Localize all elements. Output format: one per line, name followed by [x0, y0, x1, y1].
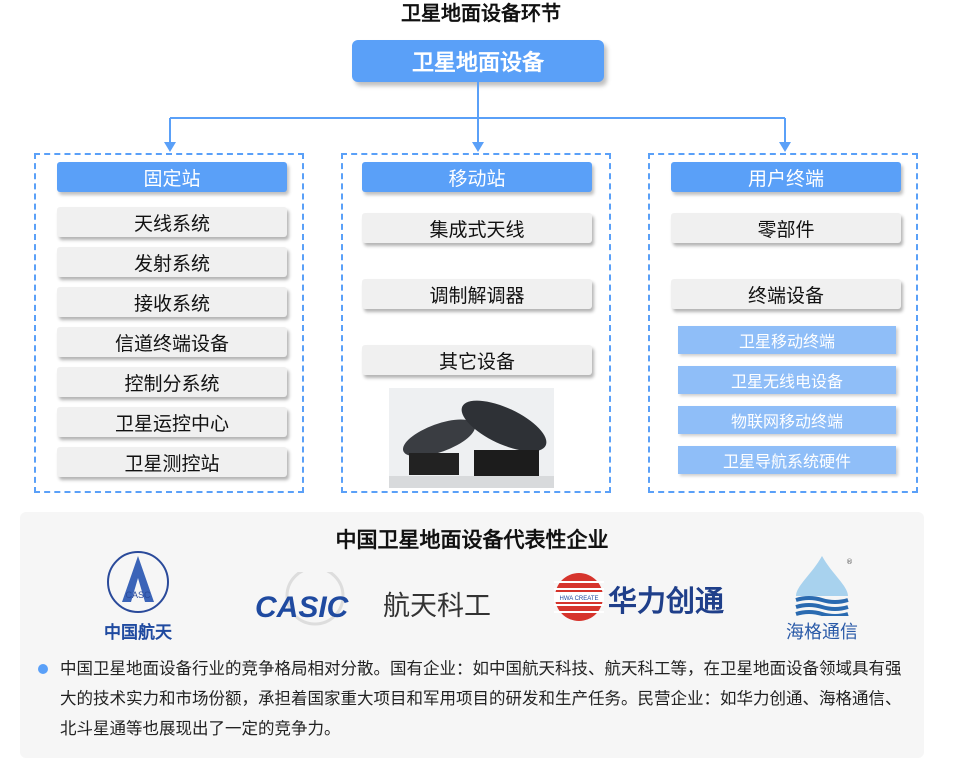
companies-section: 中国卫星地面设备代表性企业 CASC 中国航天 CASIC 航天科工 HWA C…	[20, 512, 924, 758]
list-item: 天线系统	[57, 207, 287, 237]
logo-haige: ® 海格通信	[772, 554, 872, 644]
root-node: 卫星地面设备	[352, 40, 604, 82]
page-title: 卫星地面设备环节	[401, 1, 561, 25]
list-item: 集成式天线	[362, 213, 592, 243]
arrow-down-icon	[779, 142, 791, 152]
svg-text:CASC: CASC	[125, 590, 151, 600]
svg-text:HWA CREATE: HWA CREATE	[559, 596, 598, 602]
header-user-terminal: 用户终端	[671, 162, 901, 192]
svg-text:CASIC: CASIC	[255, 591, 350, 624]
list-item: 其它设备	[362, 345, 592, 375]
list-item: 控制分系统	[57, 367, 287, 397]
arrow-down-icon	[164, 142, 176, 152]
casic-emblem-icon: CASIC	[255, 572, 350, 626]
sub-item: 物联网移动终端	[678, 406, 896, 434]
connector-arrows	[164, 82, 791, 152]
hwa-create-emblem-icon: HWA CREATE	[554, 573, 604, 621]
list-item: 卫星运控中心	[57, 407, 287, 437]
companies-description: 中国卫星地面设备行业的竞争格局相对分散。国有企业：如中国航天科技、航天科工等，在…	[60, 659, 902, 738]
logo-casic: CASIC 航天科工	[255, 572, 515, 627]
list-item: 接收系统	[57, 287, 287, 317]
sub-item: 卫星移动终端	[678, 326, 896, 354]
list-item: 卫星测控站	[57, 447, 287, 477]
list-item: 发射系统	[57, 247, 287, 277]
panel-fixed-station	[34, 153, 304, 493]
list-item: 信道终端设备	[57, 327, 287, 357]
list-item: 终端设备	[671, 279, 901, 309]
casc-emblem-icon: CASC	[107, 551, 169, 613]
header-mobile-station: 移动站	[362, 162, 592, 192]
bullet-icon	[38, 664, 48, 674]
satellite-dish-image	[389, 388, 554, 488]
sub-item: 卫星无线电设备	[678, 366, 896, 394]
svg-text:®: ®	[846, 558, 853, 566]
header-fixed-station: 固定站	[57, 162, 287, 192]
list-item: 零部件	[671, 213, 901, 243]
companies-title: 中国卫星地面设备代表性企业	[335, 528, 609, 552]
panel-user-terminal	[648, 153, 918, 493]
logo-hwa-create: HWA CREATE 华力创通	[554, 572, 754, 622]
arrow-down-icon	[472, 142, 484, 152]
logo-casc: CASC 中国航天	[98, 548, 178, 643]
panel-mobile-station	[341, 153, 611, 493]
haige-emblem-icon: ®	[795, 556, 853, 616]
list-item: 调制解调器	[362, 279, 592, 309]
sub-item: 卫星导航系统硬件	[678, 446, 896, 474]
